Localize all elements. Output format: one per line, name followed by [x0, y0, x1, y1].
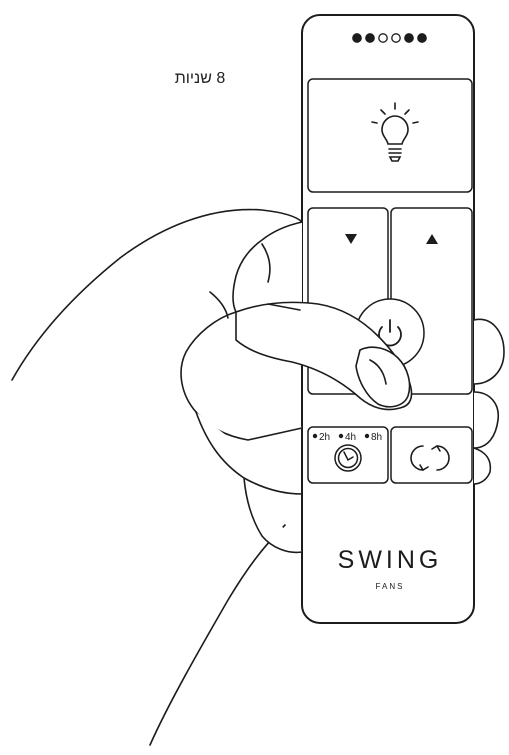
timer-option-label: 8h — [371, 432, 382, 443]
timer-button[interactable]: 2h 4h 8h — [308, 427, 388, 483]
indicator-dot-filled — [366, 34, 374, 42]
brand-name: SWING — [338, 546, 443, 574]
indicator-dot-filled — [405, 34, 413, 42]
timer-option-dot — [313, 434, 317, 438]
timer-option-dot — [365, 434, 369, 438]
light-button[interactable] — [308, 79, 472, 192]
reverse-button[interactable] — [391, 427, 472, 483]
timer-options: 2h 4h 8h — [313, 432, 382, 443]
indicator-dot-empty — [379, 34, 387, 42]
timer-option-label: 4h — [345, 432, 356, 443]
timer-option-label: 2h — [319, 432, 330, 443]
indicator-dot-empty — [392, 34, 400, 42]
timer-option-dot — [339, 434, 343, 438]
brand-subtitle: FANS — [376, 582, 405, 591]
indicator-dot-filled — [353, 34, 361, 42]
indicator-dot-filled — [418, 34, 426, 42]
